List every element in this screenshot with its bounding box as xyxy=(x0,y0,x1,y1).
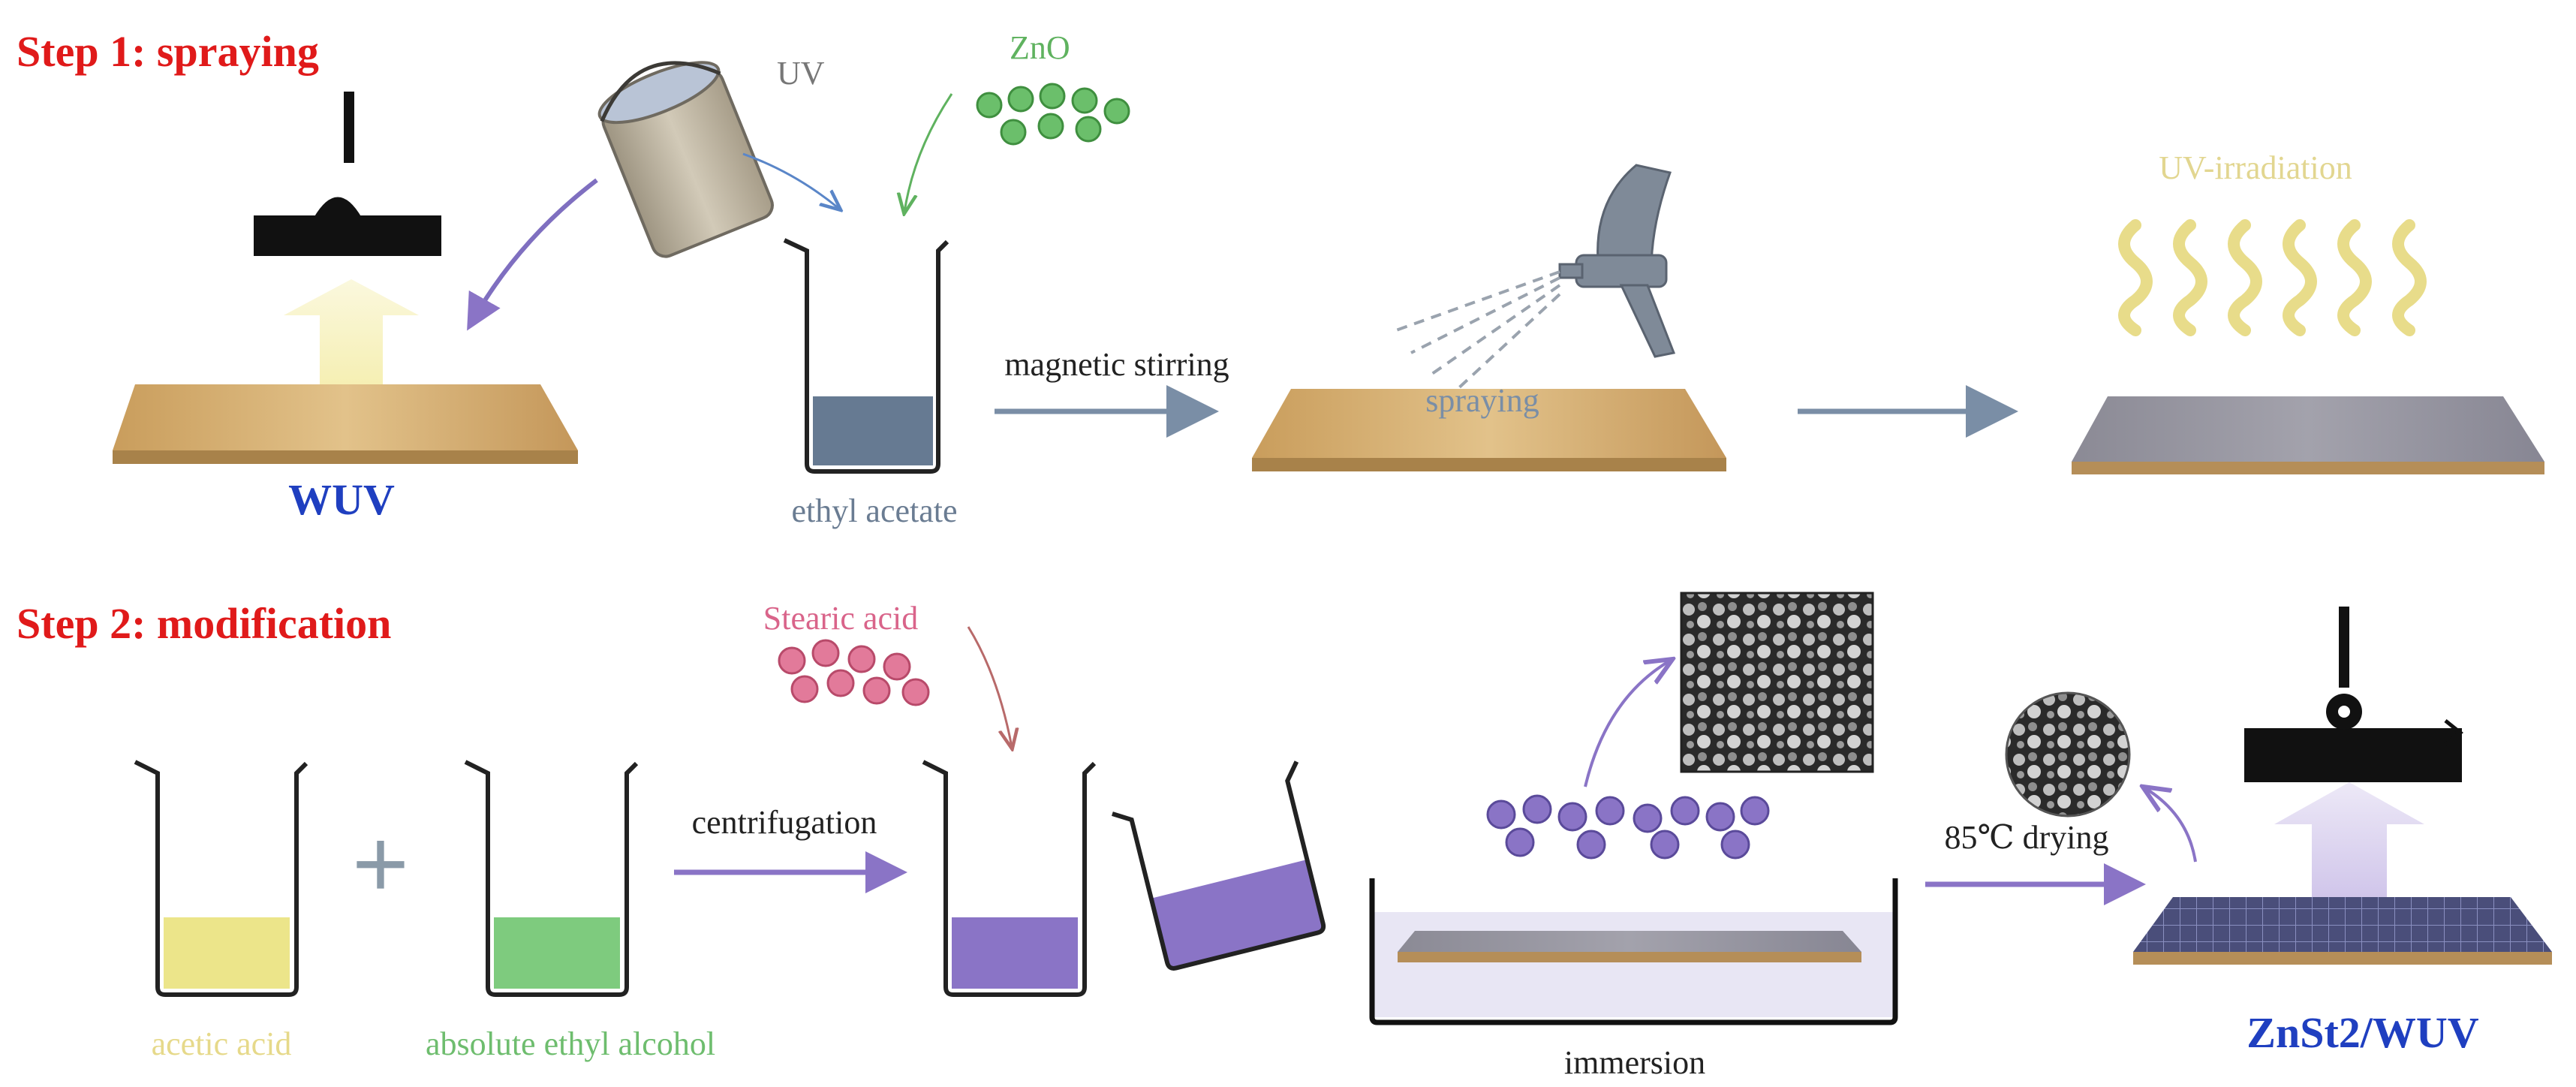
drying-label: 85℃ drying xyxy=(1944,819,2108,856)
particles-to-sem-arrow xyxy=(1584,661,1670,787)
stearic-acid-label: Stearic acid xyxy=(763,600,918,637)
uv-bucket-icon xyxy=(597,61,774,258)
spray-mist xyxy=(1395,270,1561,392)
step1-title: Step 1: spraying xyxy=(17,27,319,76)
uv-irradiation-label: UV-irradiation xyxy=(2159,149,2352,186)
centrifugation-label: centrifugation xyxy=(692,804,877,841)
final-contact-angle-setup xyxy=(2133,607,2552,965)
znst2-particles xyxy=(1486,794,1770,860)
needle-icon xyxy=(344,92,354,163)
wuv-label: WUV xyxy=(288,475,395,524)
acetic-acid-label: acetic acid xyxy=(152,1025,292,1062)
light-beam-icon xyxy=(284,279,419,420)
immersion-label: immersion xyxy=(1564,1044,1705,1081)
step2-title: Step 2: modification xyxy=(17,599,391,648)
uv-label: UV xyxy=(777,55,825,92)
zno-particles xyxy=(976,83,1130,146)
needle-icon xyxy=(2339,607,2349,688)
beaker-ethyl-alcohol xyxy=(464,760,639,997)
wood-board xyxy=(113,384,578,450)
spraying-label: spraying xyxy=(1425,382,1539,419)
ethyl-acetate-label: ethyl acetate xyxy=(791,492,957,529)
zno-to-beaker-arrow xyxy=(904,93,953,212)
sample-stage xyxy=(2244,728,2462,782)
sem-image-surface xyxy=(1680,592,1874,773)
uv-cured-board xyxy=(2072,396,2544,474)
sem-image-round xyxy=(2005,691,2131,818)
spraying-board xyxy=(1252,389,1726,471)
superhydrophobic-board xyxy=(2133,897,2552,952)
magnetic-stirring-label: magnetic stirring xyxy=(1004,346,1229,383)
light-beam-icon xyxy=(2274,782,2424,908)
ethyl-alcohol-label: absolute ethyl alcohol xyxy=(426,1025,715,1062)
plus-sign: + xyxy=(352,808,409,918)
uv-wave-icons xyxy=(2118,219,2427,336)
sample-stage xyxy=(254,215,441,256)
spray-gun-icon xyxy=(1558,164,1676,358)
beaker-ethyl-acetate xyxy=(783,238,949,474)
stearic-acid-particles xyxy=(778,639,930,706)
zno-label: ZnO xyxy=(1010,29,1070,66)
immersion-tank xyxy=(1369,878,1898,1025)
wuv-contact-angle-setup xyxy=(113,92,578,464)
beaker-purple-solution xyxy=(922,760,1097,997)
water-droplet-icon xyxy=(314,197,362,218)
bucket-to-wuv-arrow xyxy=(467,178,598,331)
product-label: ZnSt2/WUV xyxy=(2246,1008,2479,1057)
board-to-sem-arrow xyxy=(2145,788,2197,863)
pouring-beaker-icon xyxy=(1112,760,1326,971)
beaker-acetic-acid xyxy=(134,760,308,997)
uv-to-beaker-arrow xyxy=(742,152,839,209)
stearic-to-beaker-arrow xyxy=(967,626,1012,747)
